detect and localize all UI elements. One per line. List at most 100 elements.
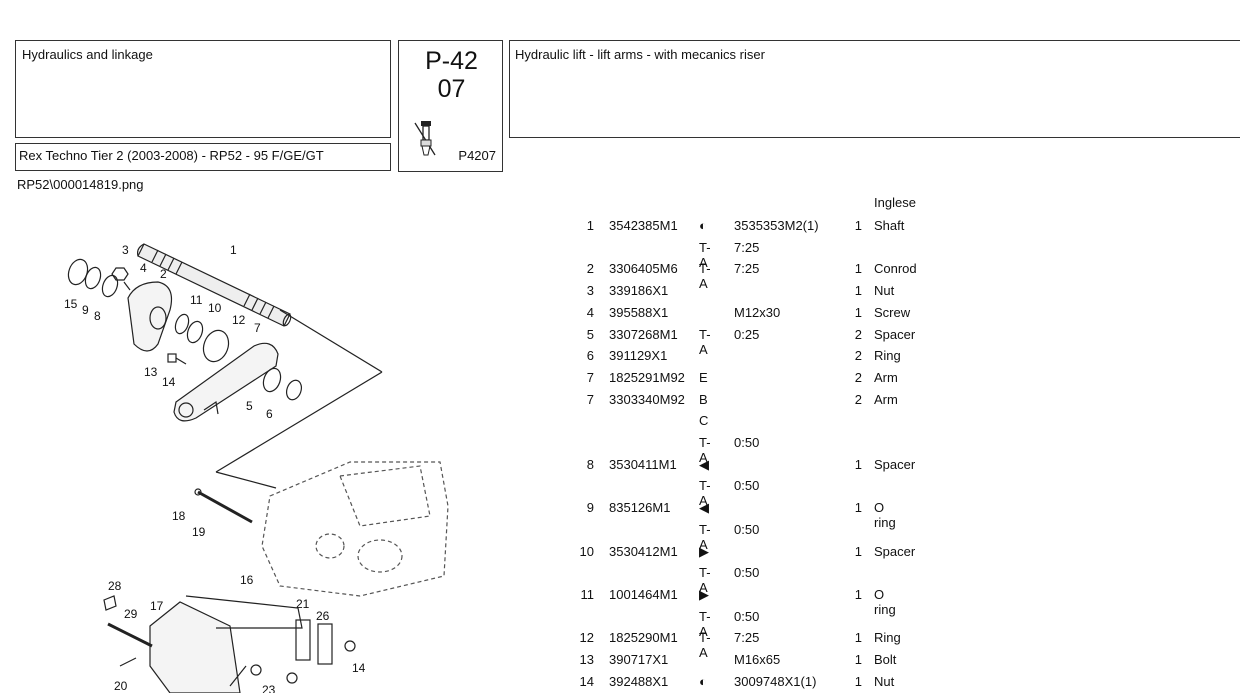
image-reference: RP52\000014819.png — [17, 177, 144, 192]
spec-cell: 7:25 — [734, 630, 760, 646]
quantity: 1 — [854, 500, 862, 516]
part-number: 392488X1 — [609, 673, 669, 689]
quantity: 1 — [854, 456, 862, 472]
callout-label: 5 — [246, 399, 253, 413]
code-cell: T-A — [699, 239, 711, 270]
callout-label: 19 — [192, 525, 206, 539]
callout-label: 11 — [190, 293, 203, 307]
callout-label: 15 — [64, 297, 78, 311]
code-cell: T-A — [699, 630, 711, 661]
title-box: Hydraulic lift - lift arms - with mecani… — [509, 40, 1240, 138]
part-number: 390717X1 — [609, 652, 669, 667]
ref-number: 5 — [586, 326, 594, 342]
callout-label: 14 — [162, 375, 176, 389]
quantity: 1 — [854, 673, 862, 689]
callout-label: 2 — [160, 267, 167, 281]
part-number: 1825290M1 — [609, 630, 678, 646]
description: Bolt — [874, 652, 897, 667]
description: Spacer — [874, 543, 916, 559]
code-cell: ◐ — [699, 218, 707, 233]
code-cell: ▶ — [699, 543, 709, 559]
ref-number: 13 — [579, 652, 594, 667]
code-cell: T-A — [699, 435, 711, 465]
callout-label: 20 — [114, 679, 128, 693]
callout-label: 4 — [140, 261, 147, 275]
model-name: Rex Techno Tier 2 (2003-2008) - RP52 - 9… — [19, 148, 324, 163]
page-subnumber: 07 — [437, 75, 466, 103]
callout-label: 3 — [122, 243, 129, 257]
quantity: 1 — [854, 630, 862, 646]
exploded-parts-drawing: 1 2 3 4 15 9 8 11 10 12 7 13 14 5 6 18 1… — [64, 243, 449, 693]
spec-cell: M16x65 — [734, 652, 781, 667]
description: Arm — [874, 391, 898, 407]
ref-number: 1 — [586, 218, 594, 233]
part-number: 3303340M92 — [609, 391, 685, 407]
description: Screw — [874, 304, 911, 320]
code-cell: ▶ — [699, 586, 709, 602]
code-cell: T-A — [699, 326, 711, 357]
spec-cell: 7:25 — [734, 261, 760, 277]
callout-label: 14 — [352, 661, 366, 675]
code-cell: T-A — [699, 478, 711, 509]
quantity: 1 — [854, 543, 862, 559]
callout-label: 23 — [262, 683, 276, 693]
page-box: P-42 07 P4207 — [398, 40, 503, 172]
callout-label: 10 — [208, 301, 222, 315]
callout-label: 9 — [82, 303, 89, 317]
ref-number: 9 — [586, 500, 594, 516]
part-number: 391129X1 — [609, 348, 668, 364]
callout-label: 17 — [150, 599, 164, 613]
callout-label: 18 — [172, 509, 186, 523]
quantity: 2 — [854, 348, 862, 364]
ref-number: 12 — [579, 630, 594, 646]
code-cell: ◐ — [699, 673, 707, 689]
ref-number: 8 — [586, 456, 594, 472]
ref-number: 7 — [586, 369, 594, 385]
section-title: Hydraulics and linkage — [22, 47, 153, 62]
ref-number: 14 — [579, 673, 594, 689]
spec-cell: 0:50 — [734, 608, 760, 624]
code-cell: ◀ — [699, 456, 709, 472]
code-cell: T-A — [699, 521, 711, 552]
quantity: 1 — [854, 218, 862, 233]
callout-label: 6 — [266, 407, 273, 421]
quantity: 1 — [854, 261, 862, 277]
callout-label: 8 — [94, 309, 101, 323]
description: Ring — [874, 630, 901, 646]
spec-cell: 0:50 — [734, 478, 760, 494]
part-number: 395588X1 — [609, 304, 669, 320]
spec-cell: 0:25 — [734, 326, 760, 342]
spec-cell: 3009748X1(1) — [734, 673, 817, 689]
quantity: 2 — [854, 326, 862, 342]
description: Nut — [874, 283, 895, 299]
description: Shaft — [874, 218, 905, 233]
code-cell: T-A — [699, 608, 711, 639]
ref-number: 3 — [586, 283, 594, 299]
part-number: 3530411M1 — [609, 456, 677, 472]
spec-cell: M12x30 — [734, 304, 781, 320]
part-number: 3530412M1 — [609, 543, 678, 559]
spec-cell: 0:50 — [734, 435, 760, 450]
ref-number: 4 — [586, 304, 594, 320]
callout-label: 13 — [144, 365, 158, 379]
quantity: 2 — [854, 391, 862, 407]
code-cell: ◀ — [699, 500, 709, 516]
ref-number: 11 — [580, 586, 595, 602]
spec-cell: 7:25 — [734, 239, 760, 255]
spec-cell: 0:50 — [734, 565, 760, 581]
spec-cell: 0:50 — [734, 521, 760, 537]
quantity: 1 — [854, 652, 862, 667]
code-cell: C — [699, 413, 709, 429]
callout-label: 21 — [296, 597, 310, 611]
quantity: 1 — [854, 586, 862, 602]
model-box: Rex Techno Tier 2 (2003-2008) - RP52 - 9… — [15, 143, 391, 171]
code-cell: T-A — [699, 261, 711, 292]
callout-label: 7 — [254, 321, 261, 335]
callout-label: 29 — [124, 607, 138, 621]
code-cell: E — [699, 369, 708, 385]
page-title: Hydraulic lift - lift arms - with mecani… — [515, 47, 765, 62]
description: Spacer — [874, 326, 916, 342]
page-number: P-42 — [425, 47, 478, 75]
callout-label: 12 — [232, 313, 246, 327]
callout-labels: 1 2 3 4 15 9 8 11 10 12 7 13 14 5 6 18 1… — [64, 243, 366, 693]
